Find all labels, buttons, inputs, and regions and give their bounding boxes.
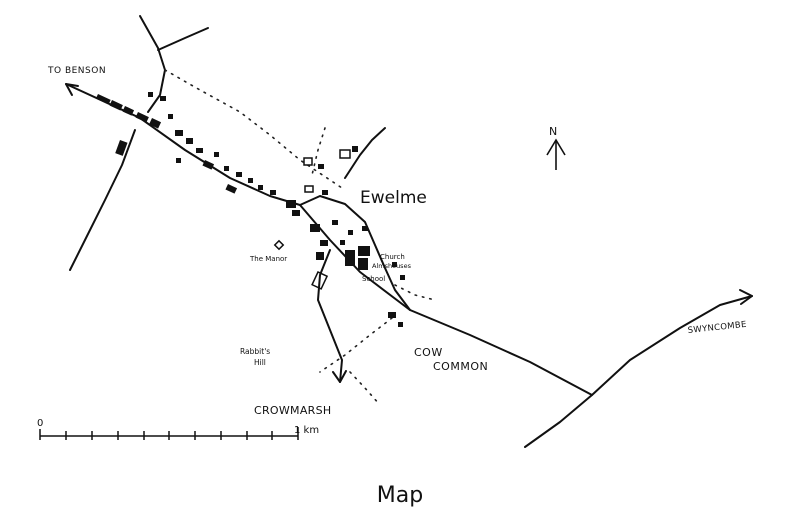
label-swyncombe: SWYNCOMBE	[687, 320, 747, 336]
label-rabbits-hill-line1: Rabbit's	[240, 347, 270, 356]
village-loop-road	[299, 195, 411, 311]
footpath-east	[394, 284, 436, 301]
footpath-north	[164, 69, 346, 191]
scale-start-label: 0	[37, 418, 43, 429]
arrow-to-swyncombe-icon	[739, 289, 753, 305]
label-cow-common-line1: COW	[414, 346, 443, 359]
footpath-south	[349, 371, 381, 406]
footpaths	[164, 69, 436, 406]
label-to-benson: TO BENSON	[47, 66, 106, 76]
label-the-manor: The Manor	[249, 255, 287, 263]
label-crowmarsh: CROWMARSH	[254, 404, 331, 417]
label-almshouses: Almshouses	[372, 262, 412, 270]
northeast-road	[344, 127, 386, 179]
buildings	[95, 92, 405, 327]
arrow-to-benson-icon	[65, 83, 79, 96]
village-label-ewelme: Ewelme	[360, 188, 427, 208]
southwest-road	[69, 129, 136, 271]
scale-end-label: 1 km	[294, 425, 319, 436]
roads	[65, 15, 753, 448]
north-arrow-label: N	[549, 125, 557, 138]
arrow-to-crowmarsh-icon	[332, 370, 347, 383]
label-rabbits-hill-line2: Hill	[254, 358, 266, 367]
swyncombe-road	[524, 295, 753, 448]
scale-bar: 0 1 km	[37, 418, 319, 440]
crowmarsh-road	[317, 249, 343, 383]
footpath-central	[311, 127, 326, 176]
north-arrow-icon: N	[546, 125, 566, 170]
north-road-branch	[157, 27, 209, 51]
footpath-south-west	[319, 317, 393, 373]
label-school: School	[362, 275, 385, 283]
figure-caption: Map	[376, 483, 424, 508]
label-church: Church	[380, 253, 405, 261]
label-cow-common-line2: COMMON	[433, 360, 488, 373]
main-road	[65, 83, 593, 396]
